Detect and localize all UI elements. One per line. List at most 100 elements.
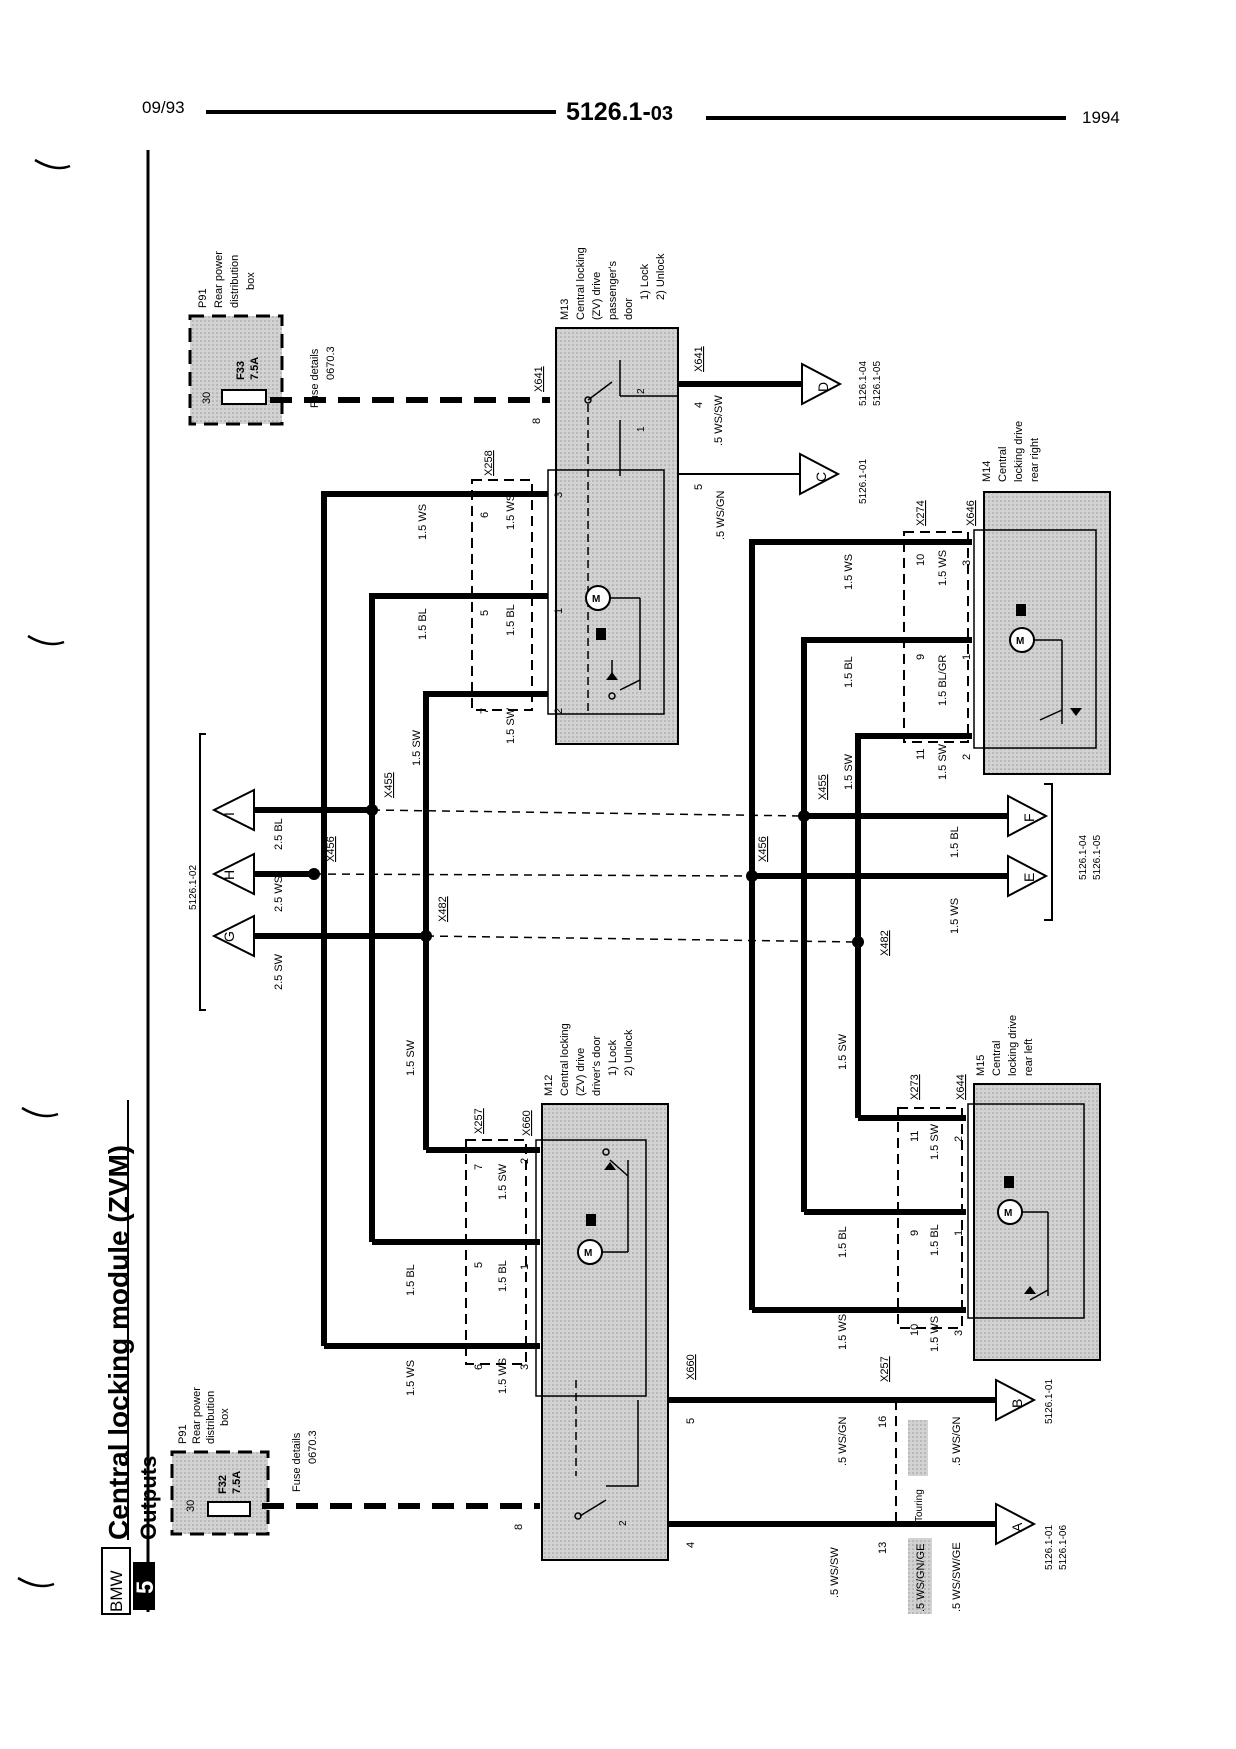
output-a-ref-1: 5126.1-06: [1058, 1525, 1069, 1570]
m13-wire-ws-inner: 1.5 WS: [505, 494, 517, 530]
fuse-f32-rating: 7.5A: [231, 1471, 243, 1494]
motor-m14: M M14 Central locking drive rear right: [973, 421, 1111, 775]
fuse-box-f33: 30 F33 7.5A P91 Rear power distribution …: [188, 251, 337, 426]
m15-conn-x273: X273: [909, 1074, 921, 1100]
rear-wire-bl-lower: 1.5 BL: [837, 1226, 849, 1258]
m12-desc-5: 2) Unlock: [623, 1029, 635, 1076]
m12-inner-7: 7: [473, 1164, 485, 1170]
m13-desc-5: 1) Lock: [639, 263, 651, 300]
m13-switch-1: 1: [636, 426, 647, 432]
m13-desc-2: (ZV) drive: [591, 272, 603, 320]
m14-pin-2: 2: [961, 754, 973, 760]
rear-wire-ws-lower: 1.5 WS: [837, 1314, 849, 1350]
m12-desc-3: driver's door: [591, 1035, 603, 1096]
m15-pin-1: 1: [953, 1230, 965, 1236]
m13-switch-blade: [587, 381, 613, 401]
output-a-ref-0: 5126.1-01: [1044, 1525, 1055, 1570]
m14-wire-ws: 1.5 WS: [937, 550, 949, 586]
m12-pin-4: 4: [685, 1542, 697, 1548]
bus-splice-x482: X482: [437, 896, 449, 922]
header-date: 09/93: [142, 98, 185, 117]
m12-desc-2: (ZV) drive: [575, 1048, 587, 1096]
output-b-ref-0: 5126.1-01: [1044, 1379, 1055, 1424]
m13-harness: [321, 479, 548, 1346]
output-a-letter: A: [1009, 1522, 1025, 1532]
fuse-f33-terminal: 30: [201, 392, 213, 404]
m13-pin-3: 3: [553, 492, 565, 498]
m12-pin-1: 1: [519, 1264, 531, 1270]
m12-conn-x660-out: X660: [685, 1354, 697, 1380]
m13-conn-x641-out: X641: [693, 346, 705, 372]
m15-desc-3: rear left: [1023, 1039, 1035, 1076]
rear-wire-sw-lower: 1.5 SW: [837, 1033, 849, 1070]
m13-desc-4: door: [623, 298, 635, 320]
touring-wire-1: .5 WS/GN/GE: [915, 1544, 927, 1612]
svg-text:M: M: [1004, 1208, 1012, 1219]
output-b-conn: X257: [879, 1356, 891, 1382]
m12-switch-2: 2: [618, 1520, 629, 1526]
output-c-wire: .5 WS/GN: [715, 490, 727, 540]
front-splice-x455: X455: [383, 772, 395, 798]
m13-desc-1: Central locking: [575, 247, 587, 320]
output-d-letter: D: [815, 382, 831, 392]
fuse-f33-symbol: [221, 389, 267, 405]
m14-inner-10: 10: [915, 554, 927, 566]
header-code-main: 5126.1-: [566, 98, 651, 126]
make-box: [101, 1547, 131, 1615]
bus-wire-e: 1.5 WS: [949, 898, 961, 934]
diagram-subtitle: Outputs: [136, 1456, 161, 1540]
fuse-box-top-desc-3: box: [245, 272, 257, 290]
svg-text:G: G: [221, 931, 237, 942]
front-wire-sw: 1.5 SW: [411, 729, 423, 766]
motor-m12: M 1 2 Central locking (ZV) drive driver's …: [519, 1023, 669, 1561]
fuse-box-bottom-desc-3: box: [219, 1408, 231, 1426]
bus-wire-g: 2.5 SW: [273, 953, 285, 990]
m14-wire-sw: 1.5 SW: [937, 743, 949, 780]
make-label: BMW: [107, 1570, 126, 1612]
m15-wire-bl: 1.5 BL: [929, 1224, 941, 1256]
diagram-title: Central locking module (ZVM): [103, 1145, 134, 1540]
m13-pin-2: 2: [553, 708, 565, 714]
m13-inner-6: 6: [479, 512, 491, 518]
fuse-f33-name: F33: [235, 361, 247, 380]
m12-desc-1: Central locking: [559, 1023, 571, 1096]
svg-text:E: E: [1021, 873, 1037, 882]
front-wire-sw-lower: 1.5 SW: [405, 1039, 417, 1076]
m14-wire-bl: 1.5 BL/GR: [937, 655, 949, 706]
bus-terminal-f: [1007, 794, 1049, 838]
m13-desc-0: M13: [559, 299, 571, 320]
rear-harness-right: [749, 531, 972, 1310]
m12-harness: [324, 1139, 540, 1365]
m14-desc-3: rear right: [1029, 438, 1041, 482]
fuse-f32-symbol: [207, 1501, 251, 1517]
front-wire-bl-lower: 1.5 BL: [405, 1264, 417, 1296]
series-box: [133, 1562, 155, 1610]
series-label: 5: [132, 1581, 159, 1594]
rear-wire-ws: 1.5 WS: [843, 554, 855, 590]
m12-wire-ws: 1.5 WS: [497, 1358, 509, 1394]
bus-ref: 5126.1-02: [188, 865, 199, 910]
m12-inner-6: 6: [473, 1364, 485, 1370]
fuse-box-bottom-desc-2: distribution: [205, 1391, 217, 1444]
bus-wire-f: 1.5 BL: [949, 826, 961, 858]
m13-inner-7: 7: [479, 708, 491, 714]
m14-inner-9: 9: [915, 654, 927, 660]
output-c-letter: C: [813, 472, 829, 482]
bus-crossovers: [313, 809, 859, 943]
m14-inner-11: 11: [915, 749, 927, 760]
fuse-box-bottom-desc-1: Rear power: [191, 1387, 203, 1444]
header-rule-left: [206, 110, 556, 114]
output-d-terminal: D 5126.1-04 5126.1-05: [801, 361, 883, 406]
header-document-code: 5126.1-03: [566, 98, 673, 127]
bus-right: F E 5126.1-04 5126.1-05 1.5 BL 1.5 WS X4…: [746, 774, 1103, 956]
header-rule-right: [706, 116, 1066, 120]
m12-pin-8: 8: [513, 1524, 525, 1530]
m13-desc-6: 2) Unlock: [655, 253, 667, 300]
front-wire-bl: 1.5 BL: [417, 608, 429, 640]
m12-inner-5: 5: [473, 1262, 485, 1268]
m14-conn-x646: X646: [965, 500, 977, 526]
m12-conn-x660: X660: [521, 1110, 533, 1136]
output-d-ref-0: 5126.1-04: [858, 361, 869, 406]
svg-text:M: M: [584, 1248, 592, 1259]
m14-desc-0: M14: [981, 461, 993, 482]
